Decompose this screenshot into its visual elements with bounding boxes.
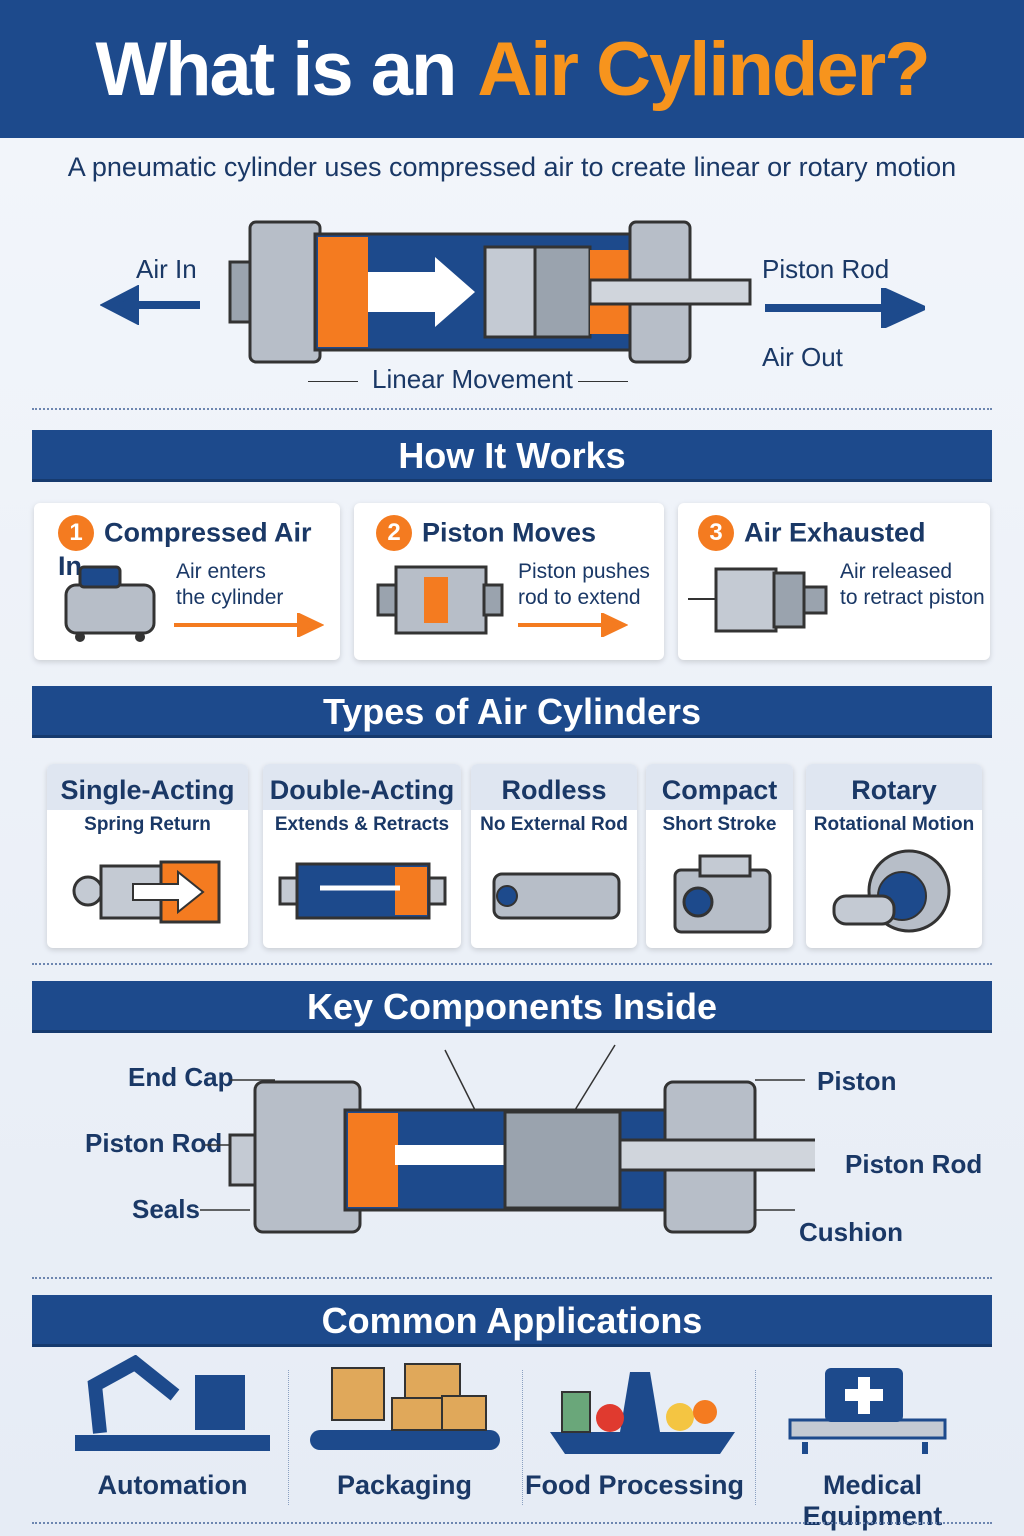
step-number: 3	[698, 515, 734, 551]
step-text-2: the cylinder	[176, 586, 284, 609]
food-processing-icon	[550, 1372, 735, 1454]
cushion-label: Cushion	[799, 1217, 903, 1247]
step-title: Piston Moves	[422, 517, 597, 548]
app-packaging: Packaging	[336, 1470, 473, 1500]
app-food-processing: Food Processing	[524, 1470, 745, 1500]
section-applications: Common Applications	[32, 1295, 992, 1347]
air-cylinder-illustration	[228, 220, 752, 364]
piston-label: Piston	[817, 1066, 897, 1096]
divider	[755, 1370, 756, 1505]
double-acting-cylinder-icon	[278, 862, 446, 920]
type-name: Double-Acting	[263, 764, 461, 810]
section-how-it-works: How It Works	[32, 430, 992, 482]
page-header: What is an Air Cylinder?	[0, 0, 1024, 138]
title-part1: What is an	[95, 26, 457, 112]
divider	[32, 1522, 992, 1524]
step-title: Air Exhausted	[744, 517, 926, 548]
step-number: 2	[376, 515, 412, 551]
orange-arrow-icon	[518, 613, 628, 637]
app-medical-equipment: Medical Equipment	[802, 1470, 943, 1531]
orange-arrow-icon	[174, 613, 324, 637]
piston-rod-label: Piston Rod	[762, 254, 890, 284]
step-text-2: rod to extend	[518, 586, 641, 609]
step-text-1: Piston pushes	[518, 560, 650, 583]
type-name: Compact	[646, 764, 793, 810]
step-card-3: 3 Air Exhausted Air released to retract pi…	[678, 503, 990, 660]
left-arrow-icon	[100, 285, 200, 325]
divider	[288, 1370, 289, 1505]
compact-cylinder-icon	[673, 854, 771, 934]
cylinder-cutaway-illustration	[200, 1044, 815, 1234]
type-name: Single-Acting	[47, 764, 248, 810]
seals-label: Seals	[132, 1194, 200, 1224]
piston-rod-right-label: Piston Rod	[845, 1149, 983, 1179]
step-number: 1	[58, 515, 94, 551]
movement-line-left	[308, 381, 358, 382]
subtitle: A pneumatic cylinder uses compressed air…	[67, 152, 957, 182]
compressor-icon	[64, 565, 156, 642]
single-acting-cylinder-icon	[72, 860, 220, 924]
type-desc: Short Stroke	[662, 814, 777, 835]
right-arrow-icon	[765, 288, 925, 328]
robot-arm-icon	[75, 1355, 270, 1451]
divider	[522, 1370, 523, 1505]
section-types: Types of Air Cylinders	[32, 686, 992, 738]
step-title: Compressed Air In	[58, 517, 312, 582]
step-text-2: to retract piston	[840, 586, 985, 609]
piston-icon	[376, 565, 504, 635]
movement-line-right	[578, 381, 628, 382]
type-name: Rodless	[471, 764, 637, 810]
step-card-2: 2 Piston Moves Piston pushes rod to extend	[354, 503, 664, 660]
air-out-label: Air Out	[762, 342, 843, 372]
divider	[32, 1277, 992, 1279]
type-desc: Extends & Retracts	[274, 814, 450, 835]
app-automation: Automation	[97, 1470, 248, 1500]
linear-movement-label: Linear Movement	[372, 364, 573, 394]
air-in-label: Air In	[136, 254, 197, 284]
divider	[32, 408, 992, 410]
type-desc: No External Rod	[480, 814, 628, 835]
rodless-cylinder-icon	[492, 872, 621, 920]
section-components: Key Components Inside	[32, 981, 992, 1033]
piston-rod-left-label: Piston Rod	[85, 1128, 223, 1158]
type-desc: Spring Return	[84, 814, 211, 835]
step-text-1: Air released	[840, 560, 953, 583]
exhaust-cylinder-icon	[688, 567, 828, 633]
end-cap-label: End Cap	[128, 1062, 234, 1092]
title-part2: Air Cylinder?	[477, 26, 930, 112]
rotary-cylinder-icon	[832, 849, 951, 933]
type-name: Rotary	[806, 764, 982, 810]
medical-equipment-icon	[788, 1368, 947, 1454]
packaging-boxes-icon	[310, 1363, 500, 1450]
step-text-1: Air enters	[176, 560, 266, 583]
divider	[32, 963, 992, 965]
type-card-rodless: Rodless No External Rod	[471, 764, 637, 948]
type-desc: Rotational Motion	[813, 814, 975, 835]
